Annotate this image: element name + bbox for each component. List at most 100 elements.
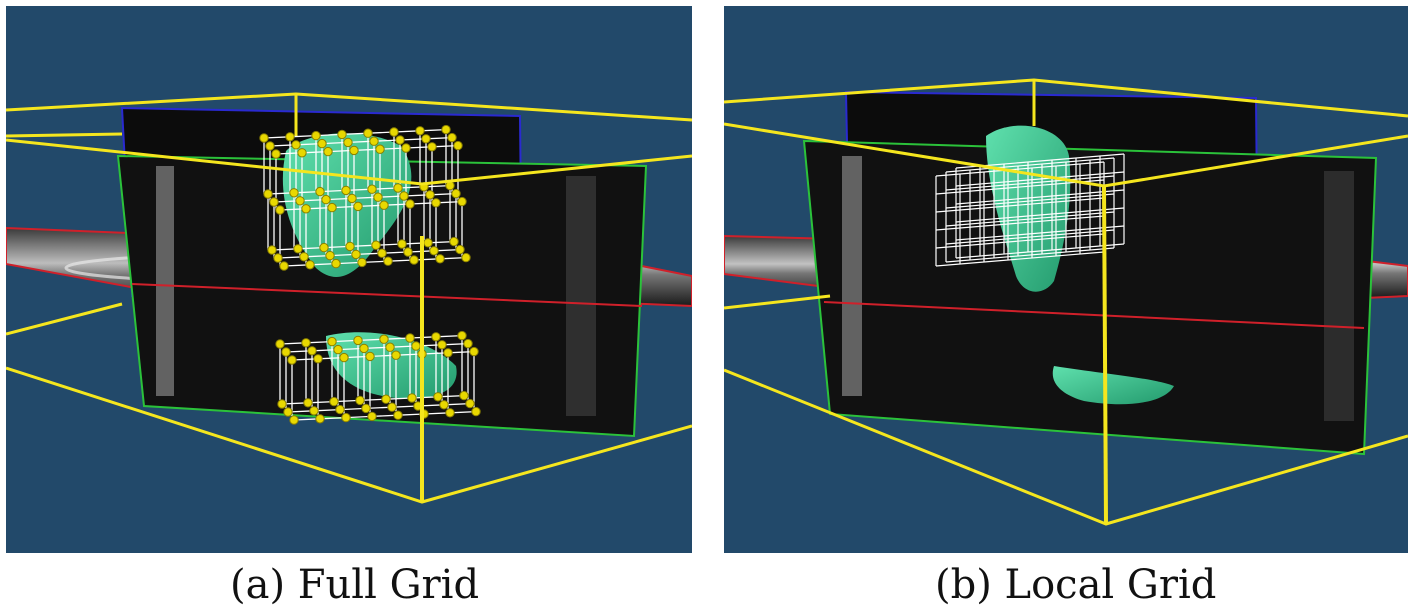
control-point <box>425 190 435 200</box>
panel-local-grid <box>724 6 1408 553</box>
control-points <box>259 124 481 425</box>
control-point <box>267 245 277 255</box>
control-point <box>343 137 353 148</box>
grid-line <box>945 229 1115 245</box>
control-point <box>327 202 337 213</box>
control-point <box>459 390 469 401</box>
control-point <box>371 240 381 250</box>
control-point <box>457 196 467 207</box>
control-point <box>431 198 441 208</box>
control-point <box>309 406 319 416</box>
control-point <box>329 396 339 407</box>
control-point <box>351 249 361 260</box>
control-point <box>463 338 473 349</box>
control-point <box>277 399 287 409</box>
control-point <box>295 196 305 206</box>
bounding-box-front <box>724 294 831 310</box>
control-point <box>455 244 465 255</box>
control-point <box>405 199 415 209</box>
control-point <box>287 355 297 365</box>
control-point <box>379 334 389 344</box>
control-point <box>269 197 279 207</box>
control-point <box>305 260 315 270</box>
control-point <box>289 188 299 198</box>
control-point <box>293 244 303 254</box>
control-point <box>403 247 413 257</box>
control-point <box>431 332 441 342</box>
control-point <box>303 398 313 408</box>
control-point <box>347 193 357 204</box>
grid-line <box>945 193 1115 209</box>
control-point <box>469 346 479 357</box>
control-point <box>291 140 301 150</box>
control-point <box>429 246 439 256</box>
grid-line <box>945 175 1115 191</box>
control-point <box>299 252 309 262</box>
control-point <box>301 204 311 214</box>
control-point <box>377 248 387 258</box>
control-point <box>471 406 481 417</box>
control-point <box>445 408 455 418</box>
control-point <box>375 144 385 154</box>
panel-full-grid <box>6 6 692 553</box>
control-point <box>461 252 471 263</box>
control-point <box>395 135 405 145</box>
control-point <box>383 256 393 266</box>
control-point <box>301 338 311 348</box>
volume-render-local-grid <box>724 78 1408 526</box>
control-point <box>465 398 475 409</box>
control-point <box>433 392 443 402</box>
control-point <box>441 124 451 135</box>
control-point <box>367 411 377 422</box>
control-point <box>427 142 437 152</box>
control-point <box>337 129 347 140</box>
control-point <box>275 205 285 215</box>
grid-line <box>955 225 1125 241</box>
grid-line <box>955 207 1125 223</box>
volume-render-full-grid <box>6 92 692 504</box>
control-point <box>389 127 399 137</box>
control-point <box>453 140 463 151</box>
control-point <box>317 138 327 149</box>
control-point <box>457 330 467 341</box>
control-point <box>449 236 459 247</box>
control-point <box>259 133 269 143</box>
control-point <box>353 201 363 212</box>
control-point <box>411 341 421 351</box>
grid-line <box>935 251 1105 267</box>
control-point <box>361 403 371 414</box>
control-point <box>401 143 411 153</box>
control-point <box>415 126 425 136</box>
control-point <box>447 132 457 143</box>
control-point <box>405 333 415 343</box>
control-point <box>369 136 379 146</box>
control-point <box>399 191 409 201</box>
control-point <box>407 393 417 403</box>
control-point <box>393 410 403 420</box>
control-point <box>273 253 283 263</box>
grid-line <box>945 211 1115 227</box>
control-point <box>271 149 281 159</box>
control-point <box>327 336 337 347</box>
control-point <box>341 185 351 196</box>
control-point <box>307 346 317 356</box>
control-point <box>451 188 461 199</box>
control-point <box>341 412 351 423</box>
control-point <box>297 148 307 158</box>
control-point <box>353 335 363 346</box>
control-point <box>423 238 433 248</box>
control-point <box>409 255 419 265</box>
control-point <box>335 404 345 415</box>
control-point <box>325 250 335 261</box>
control-point <box>265 141 275 151</box>
control-point <box>323 146 333 157</box>
control-point <box>355 395 365 406</box>
control-point <box>435 254 445 264</box>
control-point <box>359 343 369 354</box>
control-point <box>279 261 289 271</box>
control-point <box>385 342 395 352</box>
control-point <box>331 258 341 269</box>
organ-surface <box>282 133 412 277</box>
control-point <box>313 354 323 364</box>
control-point <box>381 394 391 404</box>
